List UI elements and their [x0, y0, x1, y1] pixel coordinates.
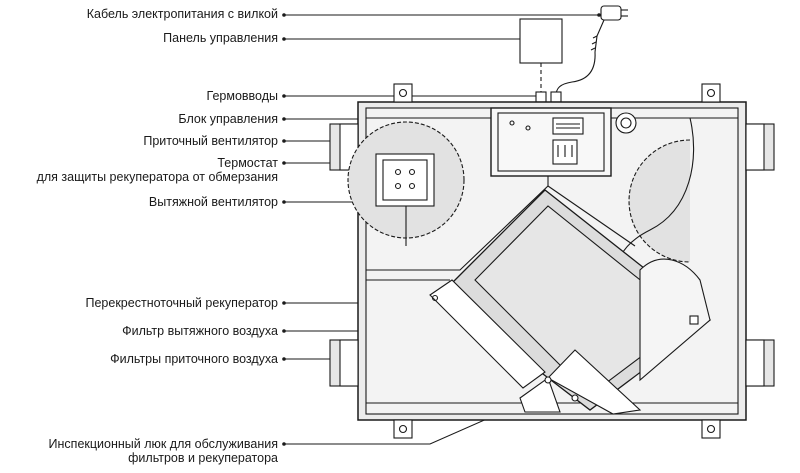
label-inspection-hatch: Инспекционный люк для обслуживания фильт…: [49, 437, 278, 465]
cable-glands: [535, 91, 562, 103]
label-exhaust-filter: Фильтр вытяжного воздуха: [122, 324, 278, 338]
label-supply-filters: Фильтры приточного воздуха: [110, 352, 278, 366]
supply-fan: [347, 121, 465, 246]
label-control-block: Блок управления: [178, 112, 278, 126]
supply-air-filters: [519, 349, 642, 415]
power-cable-plug: [555, 5, 628, 97]
label-thermostat-line2: для защиты рекуператора от обмерзания: [36, 170, 278, 184]
duct-spigots: [329, 123, 775, 387]
label-cross-recuperator: Перекрестноточный рекуператор: [85, 296, 279, 310]
exhaust-air-filter: [429, 279, 546, 389]
label-hatch-line2: фильтров и рекуператора: [128, 451, 278, 465]
label-exhaust-fan: Вытяжной вентилятор: [148, 195, 278, 209]
label-hatch-line1: Инспекционный люк для обслуживания: [48, 437, 278, 451]
label-control-panel: Панель управления: [163, 31, 278, 45]
label-thermostat: Термостат для защиты рекуператора от обм…: [37, 156, 278, 184]
exhaust-fan: [628, 139, 691, 263]
mounting-brackets: [393, 83, 721, 439]
label-power-cable: Кабель электропитания с вилкой: [86, 7, 278, 21]
label-supply-fan: Приточный вентилятор: [143, 134, 278, 148]
label-cable-glands: Гермовводы: [206, 89, 278, 103]
inspection-hatch: [639, 258, 711, 382]
control-panel-box: [519, 18, 563, 64]
label-thermostat-line1: Термостат: [217, 156, 278, 170]
control-block: [490, 107, 637, 186]
